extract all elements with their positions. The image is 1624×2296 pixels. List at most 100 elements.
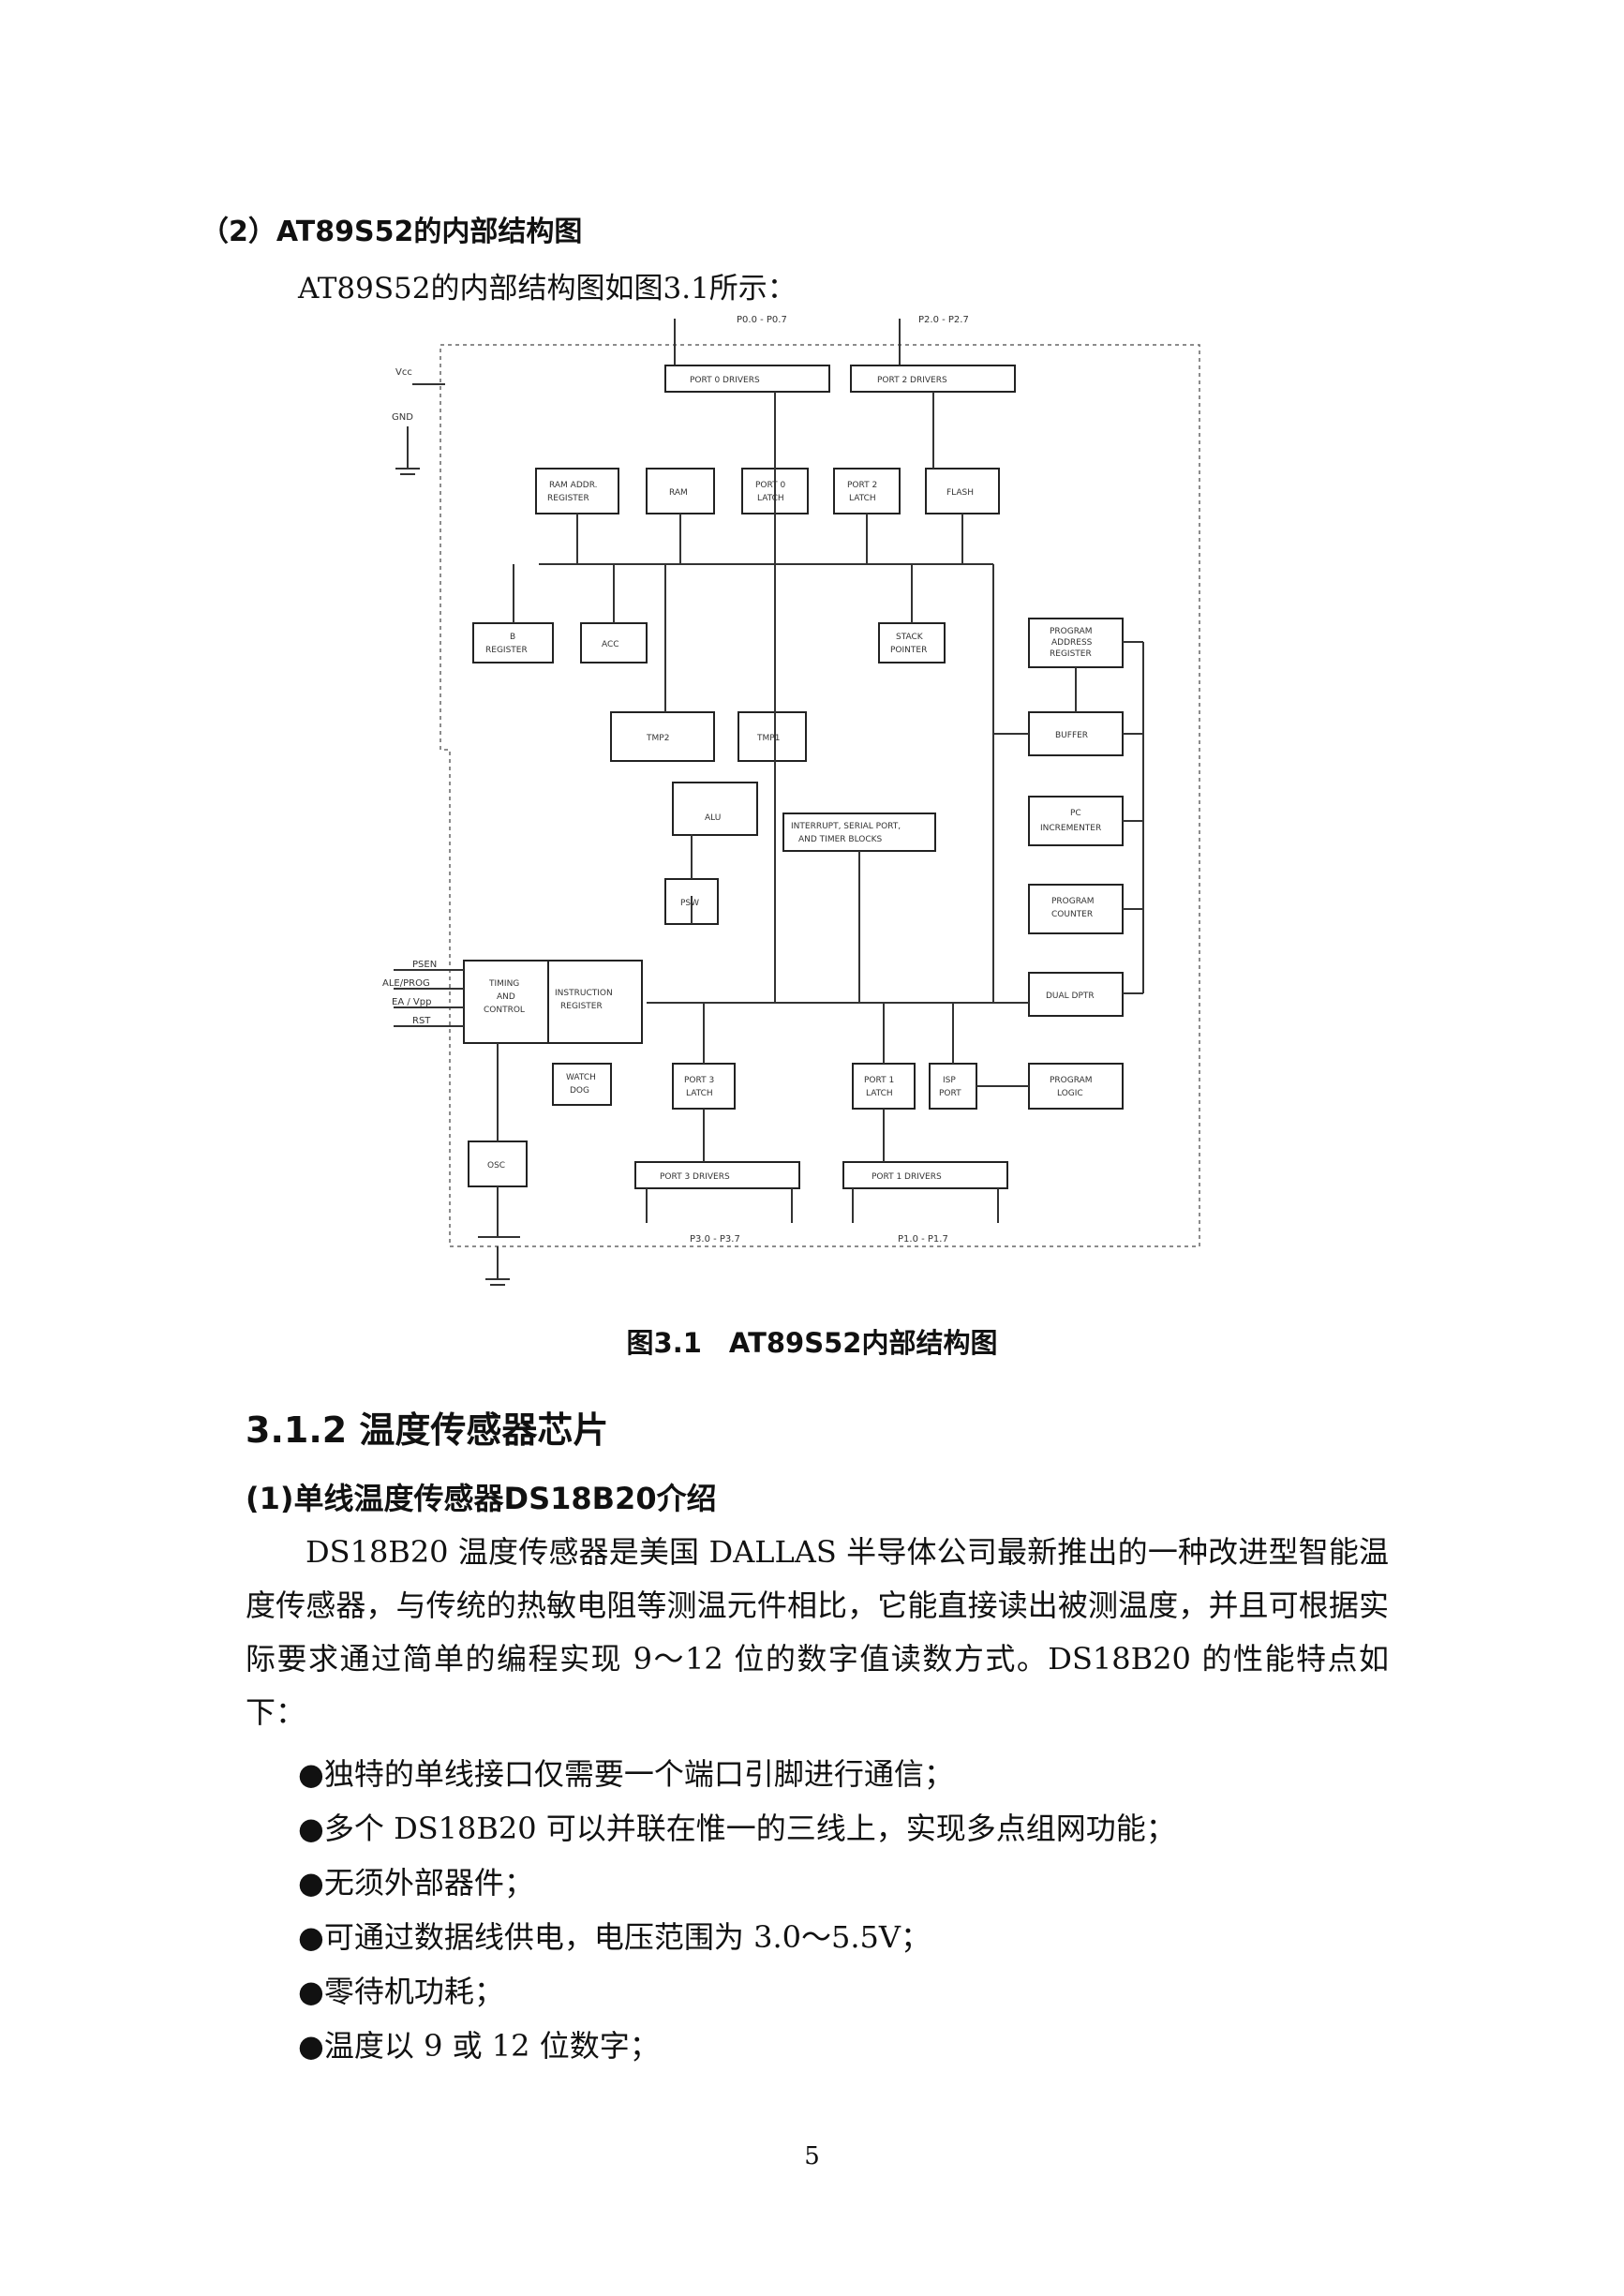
feature-item: ●温度以 9 或 12 位数字；	[298, 2028, 660, 2064]
port0-drivers-block: PORT 0 DRIVERS	[664, 365, 830, 393]
at89s52-block-diagram: P0.0 - P0.7 P2.0 - P2.7 Vcc GND PORT 0 D…	[382, 315, 1200, 1286]
ram-block: RAM	[646, 468, 715, 514]
svg-text:AND TIMER BLOCKS: AND TIMER BLOCKS	[798, 835, 883, 844]
feature-item: ●可通过数据线供电，电压范围为 3.0～5.5V；	[298, 1919, 931, 1955]
interrupt-blocks: INTERRUPT, SERIAL PORT, AND TIMER BLOCKS	[782, 813, 936, 852]
tmp2-block: TMP2	[610, 711, 715, 762]
tmp1-block: TMP1	[738, 711, 807, 762]
svg-text:OSC: OSC	[487, 1161, 505, 1170]
ale-pin-label: ALE/PROG	[382, 978, 430, 989]
timing-control-block: TIMING AND CONTROL	[463, 960, 549, 1044]
svg-text:RAM: RAM	[669, 488, 688, 498]
svg-text:ADDRESS: ADDRESS	[1051, 638, 1093, 648]
svg-text:FLASH: FLASH	[946, 488, 974, 498]
svg-text:B: B	[510, 633, 515, 642]
svg-text:PROGRAM: PROGRAM	[1050, 1076, 1093, 1085]
feature-item: ●无须外部器件；	[298, 1865, 534, 1901]
svg-text:COUNTER: COUNTER	[1051, 910, 1093, 919]
svg-text:PORT 1 DRIVERS: PORT 1 DRIVERS	[872, 1172, 942, 1182]
p2-label: P2.0 - P2.7	[918, 315, 969, 325]
svg-text:PSW: PSW	[680, 899, 699, 908]
svg-text:PROGRAM: PROGRAM	[1051, 897, 1095, 906]
figure-caption: 图3.1 AT89S52内部结构图	[626, 1327, 998, 1359]
svg-text:TIMING: TIMING	[488, 979, 519, 989]
dual-dptr-block: DUAL DPTR	[1028, 972, 1124, 1017]
svg-text:LATCH: LATCH	[757, 494, 784, 503]
svg-text:PORT: PORT	[939, 1089, 961, 1098]
psen-pin-label: PSEN	[412, 960, 437, 970]
svg-text:REGISTER: REGISTER	[485, 646, 528, 655]
p3-label: P3.0 - P3.7	[690, 1234, 740, 1245]
svg-text:RAM ADDR.: RAM ADDR.	[549, 481, 597, 490]
bus-lines	[497, 392, 1144, 1162]
svg-text:STACK: STACK	[896, 633, 924, 642]
gnd-label: GND	[392, 412, 413, 423]
svg-text:INTERRUPT, SERIAL PORT,: INTERRUPT, SERIAL PORT,	[791, 822, 901, 831]
port1-drivers-block: PORT 1 DRIVERS	[842, 1161, 1008, 1189]
osc-block: OSC	[468, 1141, 528, 1187]
svg-text:BUFFER: BUFFER	[1055, 731, 1088, 740]
pc-incrementer-block: PC INCREMENTER	[1028, 796, 1124, 846]
svg-text:TMP2: TMP2	[646, 734, 669, 743]
svg-text:PORT 3: PORT 3	[684, 1076, 714, 1085]
svg-text:LATCH: LATCH	[849, 494, 876, 503]
svg-text:INCREMENTER: INCREMENTER	[1040, 824, 1101, 833]
instruction-register-block: INSTRUCTION REGISTER	[547, 960, 643, 1044]
p0-label: P0.0 - P0.7	[737, 315, 787, 325]
b-register-block: B REGISTER	[472, 622, 554, 663]
page-number: 5	[804, 2142, 820, 2170]
svg-text:CONTROL: CONTROL	[484, 1006, 525, 1015]
port0-pins	[674, 319, 901, 365]
rst-pin-label: RST	[412, 1016, 431, 1026]
feature-item: ●多个 DS18B20 可以并联在惟一的三线上，实现多点组网功能；	[298, 1811, 1176, 1846]
svg-text:PORT 3 DRIVERS: PORT 3 DRIVERS	[660, 1172, 730, 1182]
p1-label: P1.0 - P1.7	[898, 1234, 948, 1245]
program-logic-block: PROGRAM LOGIC	[1028, 1063, 1124, 1110]
port2-drivers-block: PORT 2 DRIVERS	[850, 365, 1016, 393]
buffer-block: BUFFER	[1028, 711, 1124, 756]
ds18b20-heading: (1)单线温度传感器DS18B20介绍	[246, 1481, 717, 1516]
port3-drivers-block: PORT 3 DRIVERS	[634, 1161, 800, 1189]
stack-pointer-block: STACK POINTER	[878, 622, 946, 663]
chip-boundary	[440, 344, 1200, 1247]
acc-block: ACC	[580, 622, 648, 663]
svg-text:ISP: ISP	[943, 1076, 956, 1085]
svg-text:DOG: DOG	[570, 1086, 589, 1096]
program-counter-block: PROGRAM COUNTER	[1028, 884, 1124, 934]
feature-item: ●零待机功耗；	[298, 1974, 504, 2009]
svg-text:PORT 0: PORT 0	[755, 481, 785, 490]
svg-text:REGISTER: REGISTER	[1050, 649, 1092, 659]
svg-text:REGISTER: REGISTER	[547, 494, 589, 503]
svg-text:ACC: ACC	[602, 640, 619, 649]
ea-pin-label: EA / Vpp	[392, 997, 431, 1007]
svg-text:PORT 0 DRIVERS: PORT 0 DRIVERS	[690, 376, 760, 385]
ram-addr-register-block: RAM ADDR. REGISTER	[535, 468, 619, 514]
svg-text:TMP1: TMP1	[756, 734, 780, 743]
intro-text: AT89S52的内部结构图如图3.1所示：	[298, 272, 797, 306]
svg-text:PORT 2: PORT 2	[847, 481, 877, 490]
svg-text:AND: AND	[497, 992, 515, 1002]
subsection-heading: （2）AT89S52的内部结构图	[201, 216, 583, 248]
svg-text:PC: PC	[1070, 809, 1081, 818]
svg-text:ALU: ALU	[705, 813, 721, 823]
svg-text:LOGIC: LOGIC	[1057, 1089, 1083, 1098]
feature-item: ●独特的单线接口仅需要一个端口引脚进行通信；	[298, 1756, 954, 1792]
flash-block: FLASH	[925, 468, 1000, 514]
section-heading-3-1-2: 3.1.2 温度传感器芯片	[246, 1409, 609, 1451]
svg-text:PROGRAM: PROGRAM	[1050, 627, 1093, 636]
svg-text:PORT 2 DRIVERS: PORT 2 DRIVERS	[877, 376, 947, 385]
alu-block: ALU	[672, 782, 758, 836]
svg-text:POINTER: POINTER	[890, 646, 927, 655]
feature-list: ●独特的单线接口仅需要一个端口引脚进行通信； ●多个 DS18B20 可以并联在…	[298, 1747, 1176, 2073]
control-pins: PSEN ALE/PROG EA / Vpp RST	[382, 960, 464, 1027]
isp-port-block: ISP PORT	[929, 1063, 977, 1110]
svg-text:REGISTER: REGISTER	[560, 1002, 603, 1011]
svg-text:LATCH: LATCH	[866, 1089, 893, 1098]
ds18b20-paragraph: DS18B20 温度传感器是美国 DALLAS 半导体公司最新推出的一种改进型智…	[246, 1534, 1389, 1730]
port2-latch-block: PORT 2 LATCH	[833, 468, 901, 514]
svg-text:INSTRUCTION: INSTRUCTION	[555, 989, 613, 998]
